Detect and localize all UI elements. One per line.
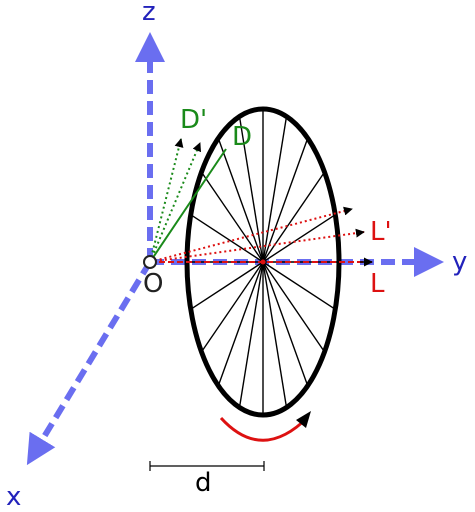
x-axis-label: x: [6, 482, 21, 512]
wheel-spoke: [217, 137, 264, 263]
D-prime-label: D': [180, 105, 207, 135]
D-prime-line-2: [149, 142, 202, 263]
L-prime-label: L': [370, 217, 392, 247]
wheel-spoke: [238, 261, 264, 408]
rotation-arrow-head: [296, 411, 311, 428]
origin-label: O: [143, 269, 163, 299]
wheel-spoke: [262, 261, 288, 408]
wheel-spoke: [262, 261, 309, 387]
wheel-spoke: [217, 261, 264, 387]
D-prime-line-1: [149, 138, 184, 263]
distance-indicator: [149, 461, 265, 471]
wheel-hub: [260, 259, 266, 265]
y-axis-label: y: [452, 247, 467, 277]
x-axis: [26, 260, 153, 466]
L-label: L: [370, 269, 385, 299]
wheel-spoke: [190, 261, 264, 310]
wheel-spoke: [238, 116, 264, 263]
wheel-spoke: [262, 171, 326, 263]
wheel-spoke: [200, 171, 264, 263]
wheel-spoke: [262, 137, 309, 263]
origin-point: [143, 255, 157, 269]
rotation-arrow: [219, 415, 310, 442]
wheel-spoke: [262, 261, 336, 310]
wheel-spoke: [190, 214, 264, 263]
wheel-spokes: [187, 109, 339, 415]
wheel-spoke: [262, 261, 326, 353]
L-prime-line-2: [149, 228, 365, 263]
distance-label: d: [195, 468, 212, 498]
wheel-spoke: [262, 214, 336, 263]
D-label: D: [232, 122, 252, 152]
wheel-spoke: [262, 116, 288, 263]
D-line: [149, 148, 227, 263]
z-axis-label: z: [142, 0, 156, 27]
wheel-spoke: [200, 261, 264, 353]
